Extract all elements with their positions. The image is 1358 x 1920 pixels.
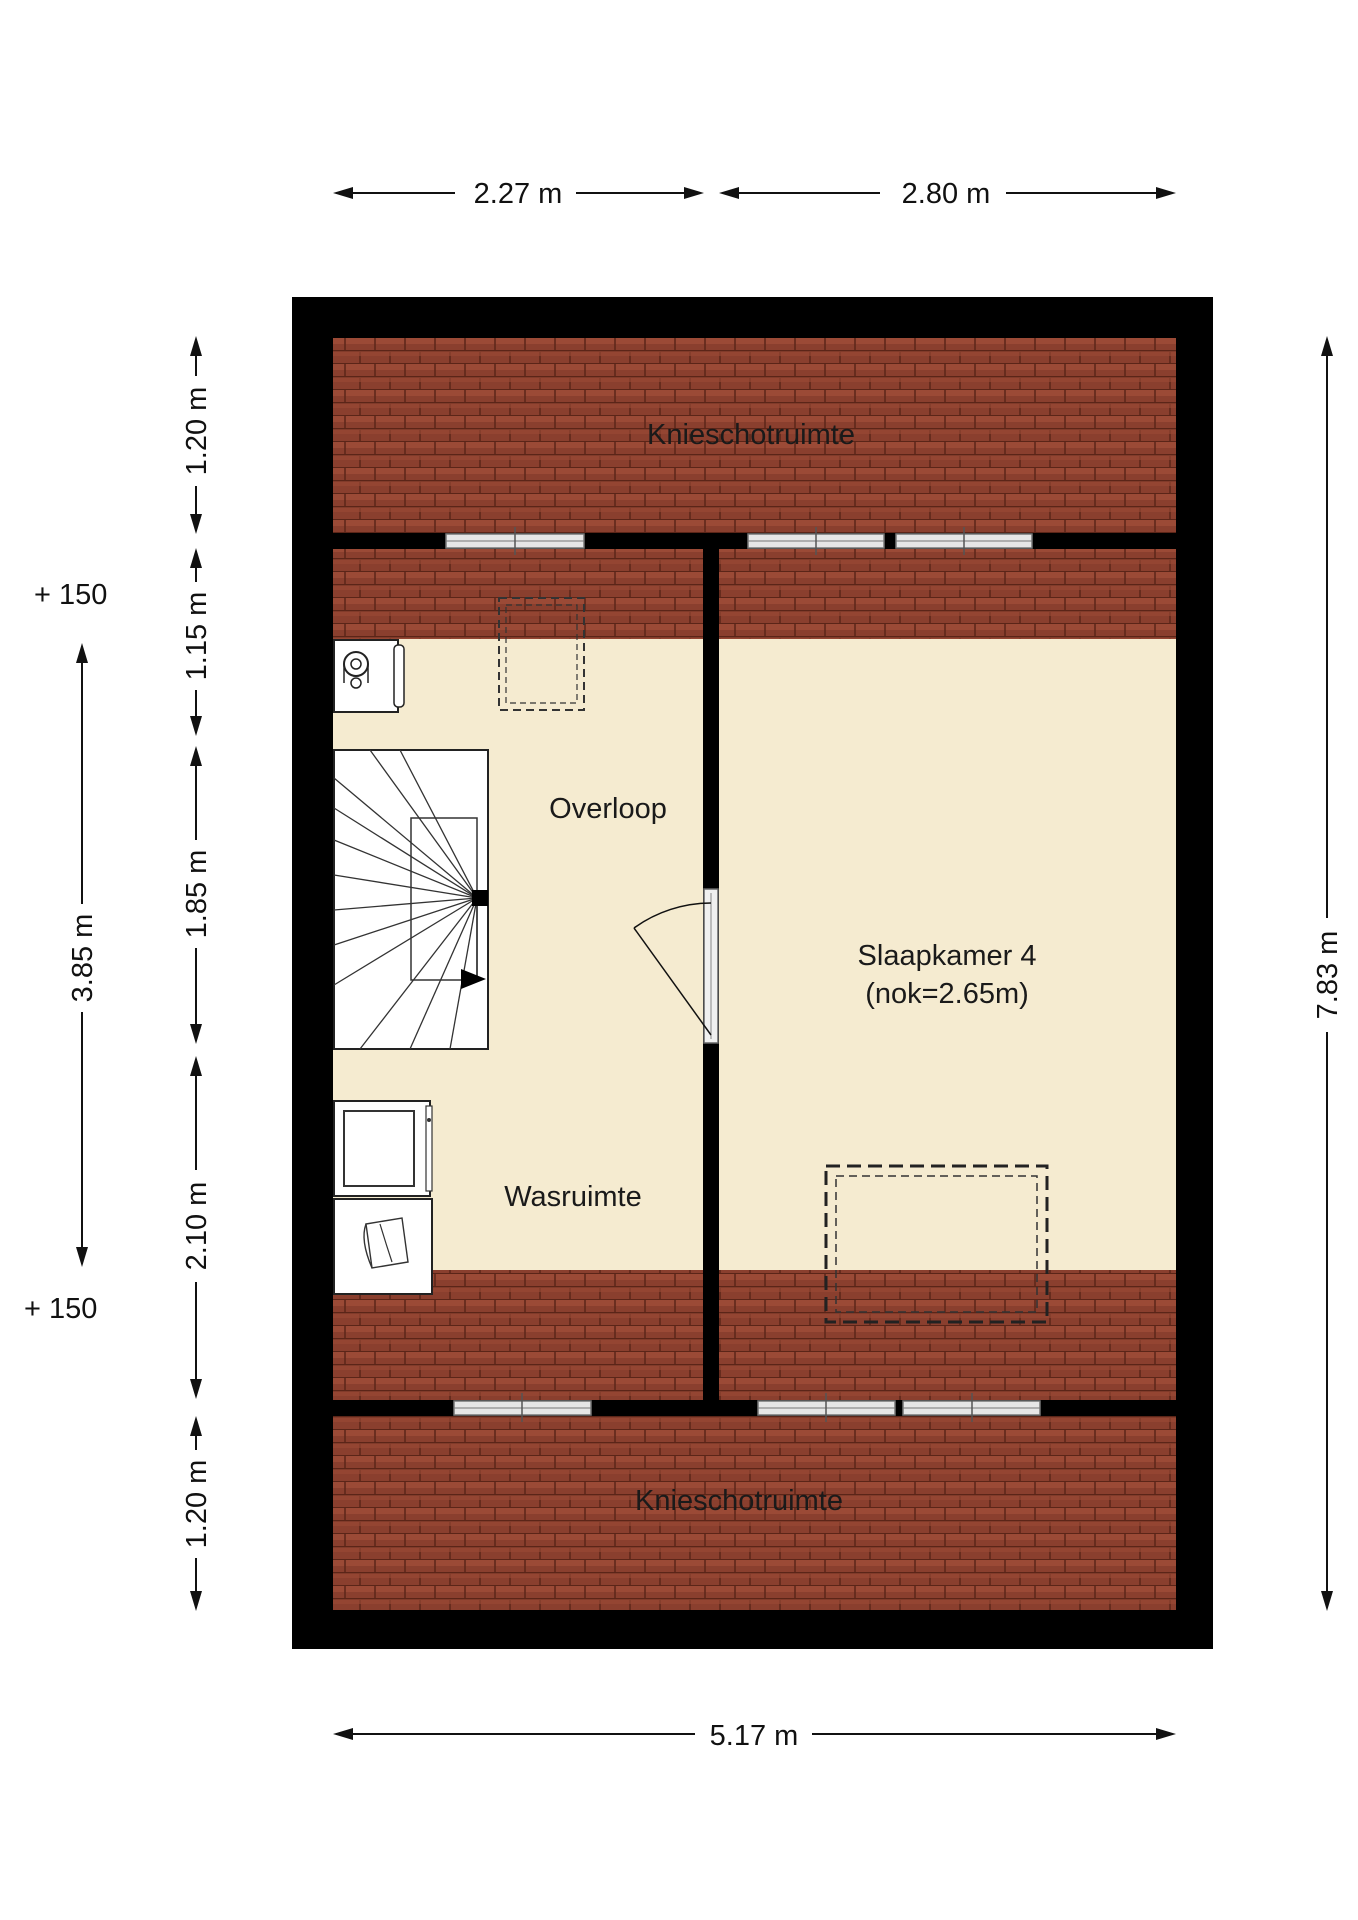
window-icon bbox=[453, 1393, 592, 1422]
arrow-head bbox=[190, 336, 202, 356]
label-knieschotruimte-top: Knieschotruimte bbox=[647, 419, 855, 451]
boiler-icon bbox=[333, 639, 405, 713]
dryer-icon bbox=[333, 1198, 433, 1295]
dim-left-3: 1.85 m bbox=[181, 850, 213, 939]
arrow-head bbox=[190, 716, 202, 736]
arrow-head bbox=[190, 514, 202, 534]
floor-slaapkamer bbox=[719, 639, 1176, 1270]
roof-slope-slaapkamer-top bbox=[719, 549, 1176, 639]
roof-slope-slaapkamer-bottom bbox=[719, 1270, 1176, 1400]
window-icon bbox=[747, 527, 885, 555]
arrow-head bbox=[333, 1728, 353, 1740]
dim-left-outer: 3.85 m bbox=[67, 914, 99, 1003]
window-icon bbox=[902, 1393, 1041, 1422]
door-icon bbox=[633, 888, 719, 1044]
label-slaapkamer-ridge: (nok=2.65m) bbox=[865, 978, 1029, 1010]
arrow-head bbox=[333, 187, 353, 199]
arrow-head bbox=[1156, 187, 1176, 199]
skylight-icon bbox=[824, 1164, 1049, 1324]
arrow-head bbox=[684, 187, 704, 199]
washing-machine-icon bbox=[333, 1100, 433, 1197]
arrow-head bbox=[190, 746, 202, 766]
arrow-head bbox=[76, 643, 88, 663]
arrow-head bbox=[190, 1056, 202, 1076]
level-lower: + 150 bbox=[24, 1293, 97, 1325]
wall-partition bbox=[703, 549, 719, 889]
dim-left-5: 1.20 m bbox=[181, 1460, 213, 1549]
knieschot-bottom-area bbox=[333, 1416, 1176, 1610]
window-icon bbox=[445, 527, 585, 555]
arrow-head bbox=[190, 1379, 202, 1399]
dim-left-2: 1.15 m bbox=[181, 592, 213, 681]
arrow-head bbox=[76, 1247, 88, 1267]
dim-left-4: 2.10 m bbox=[181, 1182, 213, 1271]
knieschot-top-area bbox=[333, 338, 1176, 533]
dim-right: 7.83 m bbox=[1312, 931, 1344, 1020]
wall-partition-lower bbox=[703, 1043, 719, 1400]
label-slaapkamer: Slaapkamer 4 bbox=[858, 940, 1037, 972]
staircase-icon bbox=[333, 749, 489, 1050]
label-wasruimte: Wasruimte bbox=[504, 1181, 642, 1213]
skylight-icon bbox=[498, 597, 585, 711]
dim-top-left: 2.27 m bbox=[474, 178, 563, 210]
arrow-head bbox=[1321, 1591, 1333, 1611]
arrow-head bbox=[719, 187, 739, 199]
arrow-head bbox=[190, 1416, 202, 1436]
arrow-head bbox=[190, 1024, 202, 1044]
roof-slope-overloop-top bbox=[333, 549, 703, 639]
window-icon bbox=[895, 527, 1033, 555]
dim-top-right: 2.80 m bbox=[902, 178, 991, 210]
dim-bottom: 5.17 m bbox=[710, 1720, 799, 1752]
arrow-head bbox=[1156, 1728, 1176, 1740]
label-knieschotruimte-bottom: Knieschotruimte bbox=[635, 1485, 843, 1517]
arrow-head bbox=[1321, 336, 1333, 356]
arrow-head bbox=[190, 548, 202, 568]
window-icon bbox=[757, 1393, 896, 1422]
label-overloop: Overloop bbox=[549, 793, 667, 825]
level-upper: + 150 bbox=[34, 579, 107, 611]
dim-left-1: 1.20 m bbox=[181, 387, 213, 476]
arrow-head bbox=[190, 1591, 202, 1611]
